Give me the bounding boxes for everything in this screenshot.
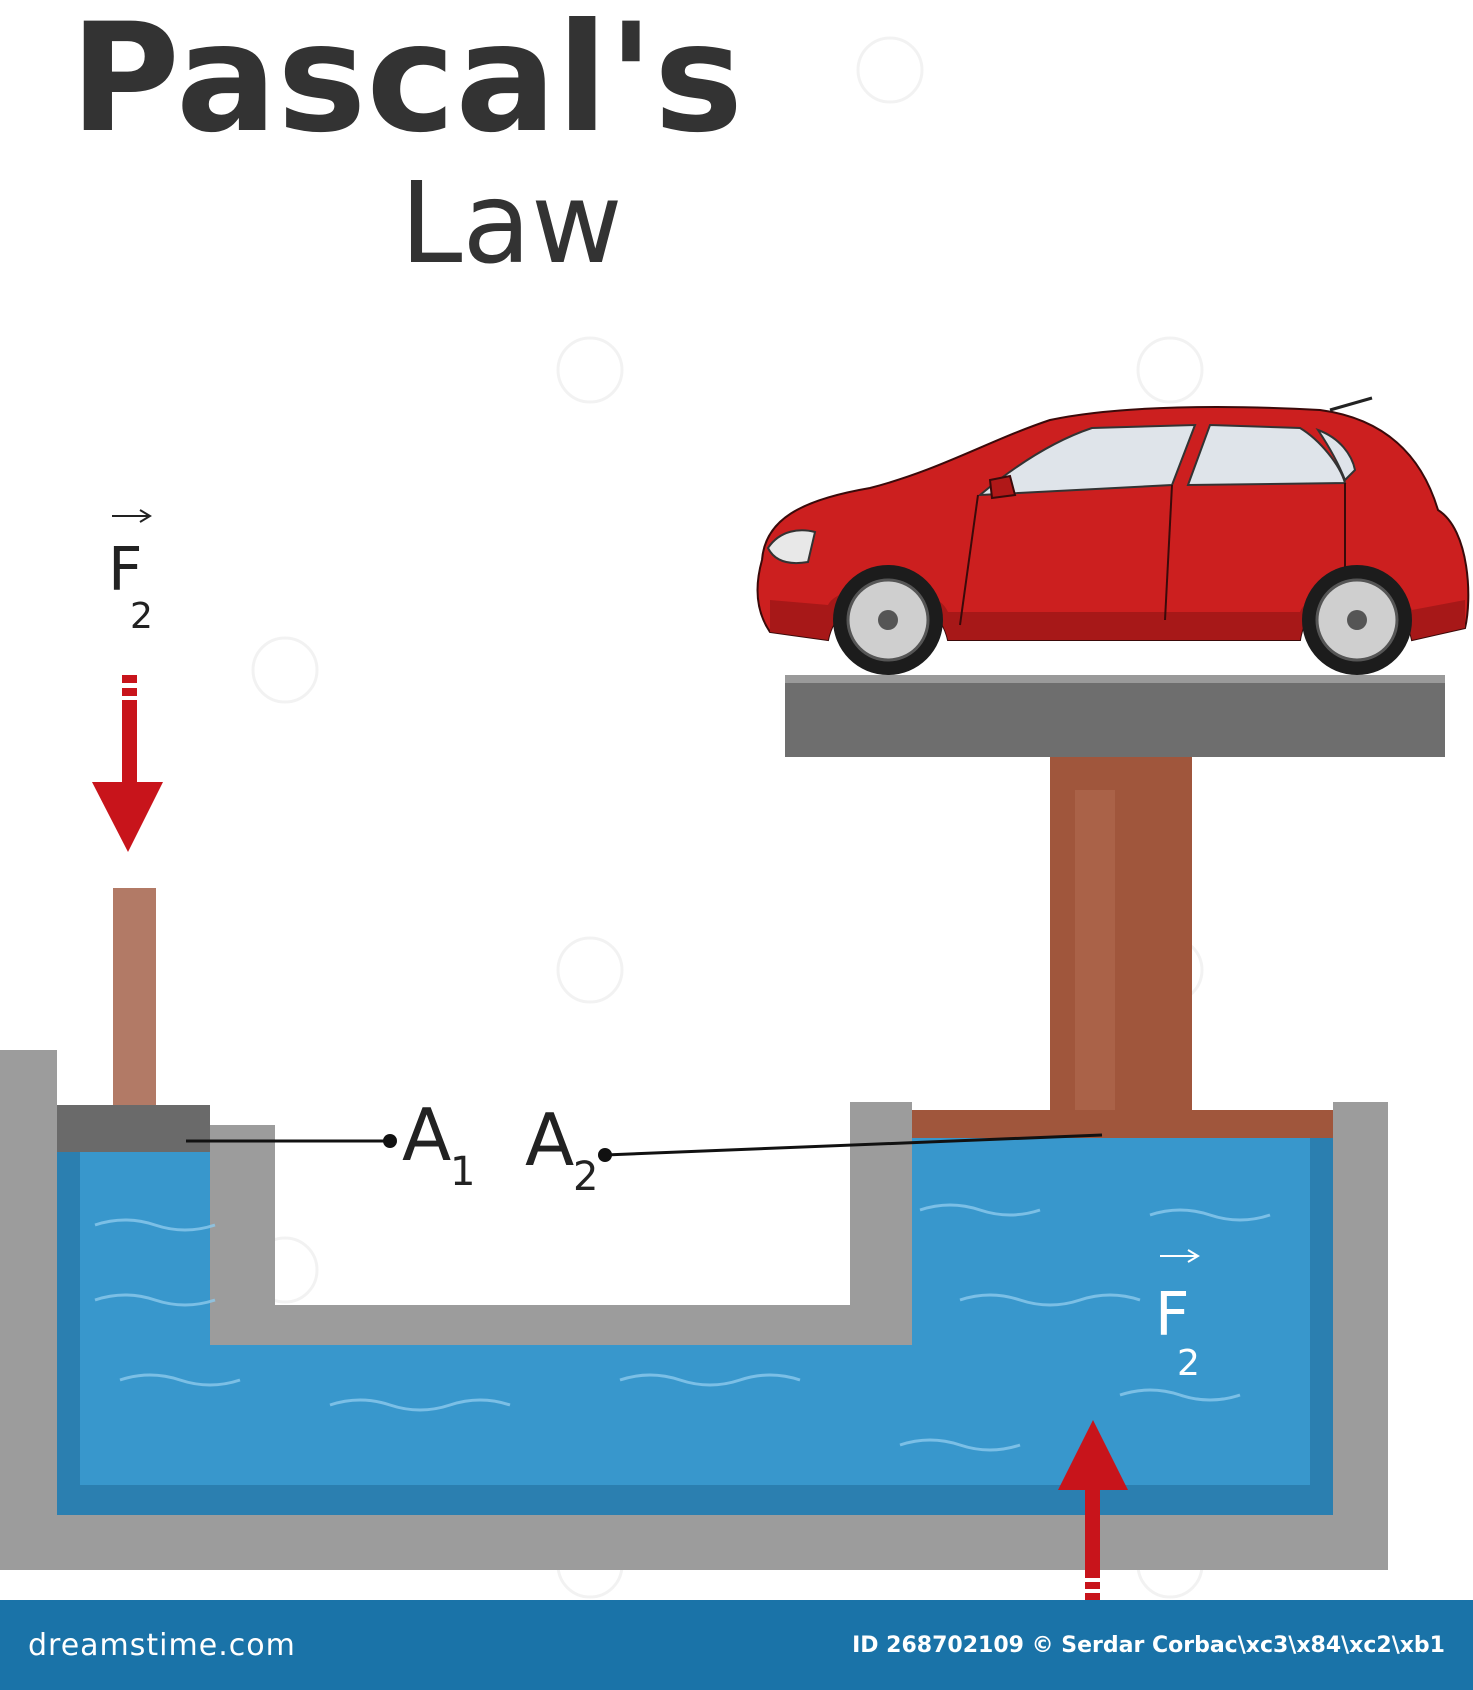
area-letter-right: A: [525, 1098, 574, 1182]
force-label-left: F 2: [108, 509, 153, 637]
arrow-down-icon: [92, 675, 163, 852]
water-waves: [94, 1203, 1271, 1452]
large-piston-rod: [1050, 755, 1192, 1110]
force-label-right: F 2: [1155, 1249, 1200, 1384]
watermark-brand: dreamstime.com: [28, 1627, 296, 1663]
small-piston-rod: [113, 888, 156, 1105]
car-icon: [756, 396, 1470, 675]
force-letter-left: F: [108, 535, 143, 605]
large-piston-rod-highlight: [1075, 790, 1115, 1110]
lift-platform-top: [785, 675, 1445, 683]
area-subscript-left: 1: [450, 1149, 475, 1195]
area-leader-right: [598, 1133, 1103, 1162]
force-letter-right: F: [1155, 1280, 1190, 1350]
area-letter-left: A: [402, 1093, 451, 1177]
container-inner-pipe: [210, 1102, 912, 1345]
force-subscript-left: 2: [130, 596, 153, 637]
watermark-credit: ID 268702109 © Serdar Corbac\xc3\x84\xc2…: [852, 1632, 1445, 1658]
title-main: Pascal's: [70, 0, 743, 166]
area-leader-left: [186, 1134, 397, 1148]
container-wall: [0, 1050, 1388, 1570]
title-sub: Law: [400, 159, 623, 289]
arrow-up-icon: [1058, 1420, 1128, 1600]
area-subscript-right: 2: [573, 1154, 598, 1200]
watermark-footer: dreamstime.com ID 268702109 © Serdar Cor…: [0, 1600, 1473, 1690]
large-piston-cap: [912, 1110, 1333, 1138]
force-subscript-right: 2: [1177, 1343, 1200, 1384]
lift-platform: [785, 675, 1445, 757]
small-piston-cap: [57, 1105, 210, 1152]
hydraulic-fluid: [57, 1138, 1333, 1515]
